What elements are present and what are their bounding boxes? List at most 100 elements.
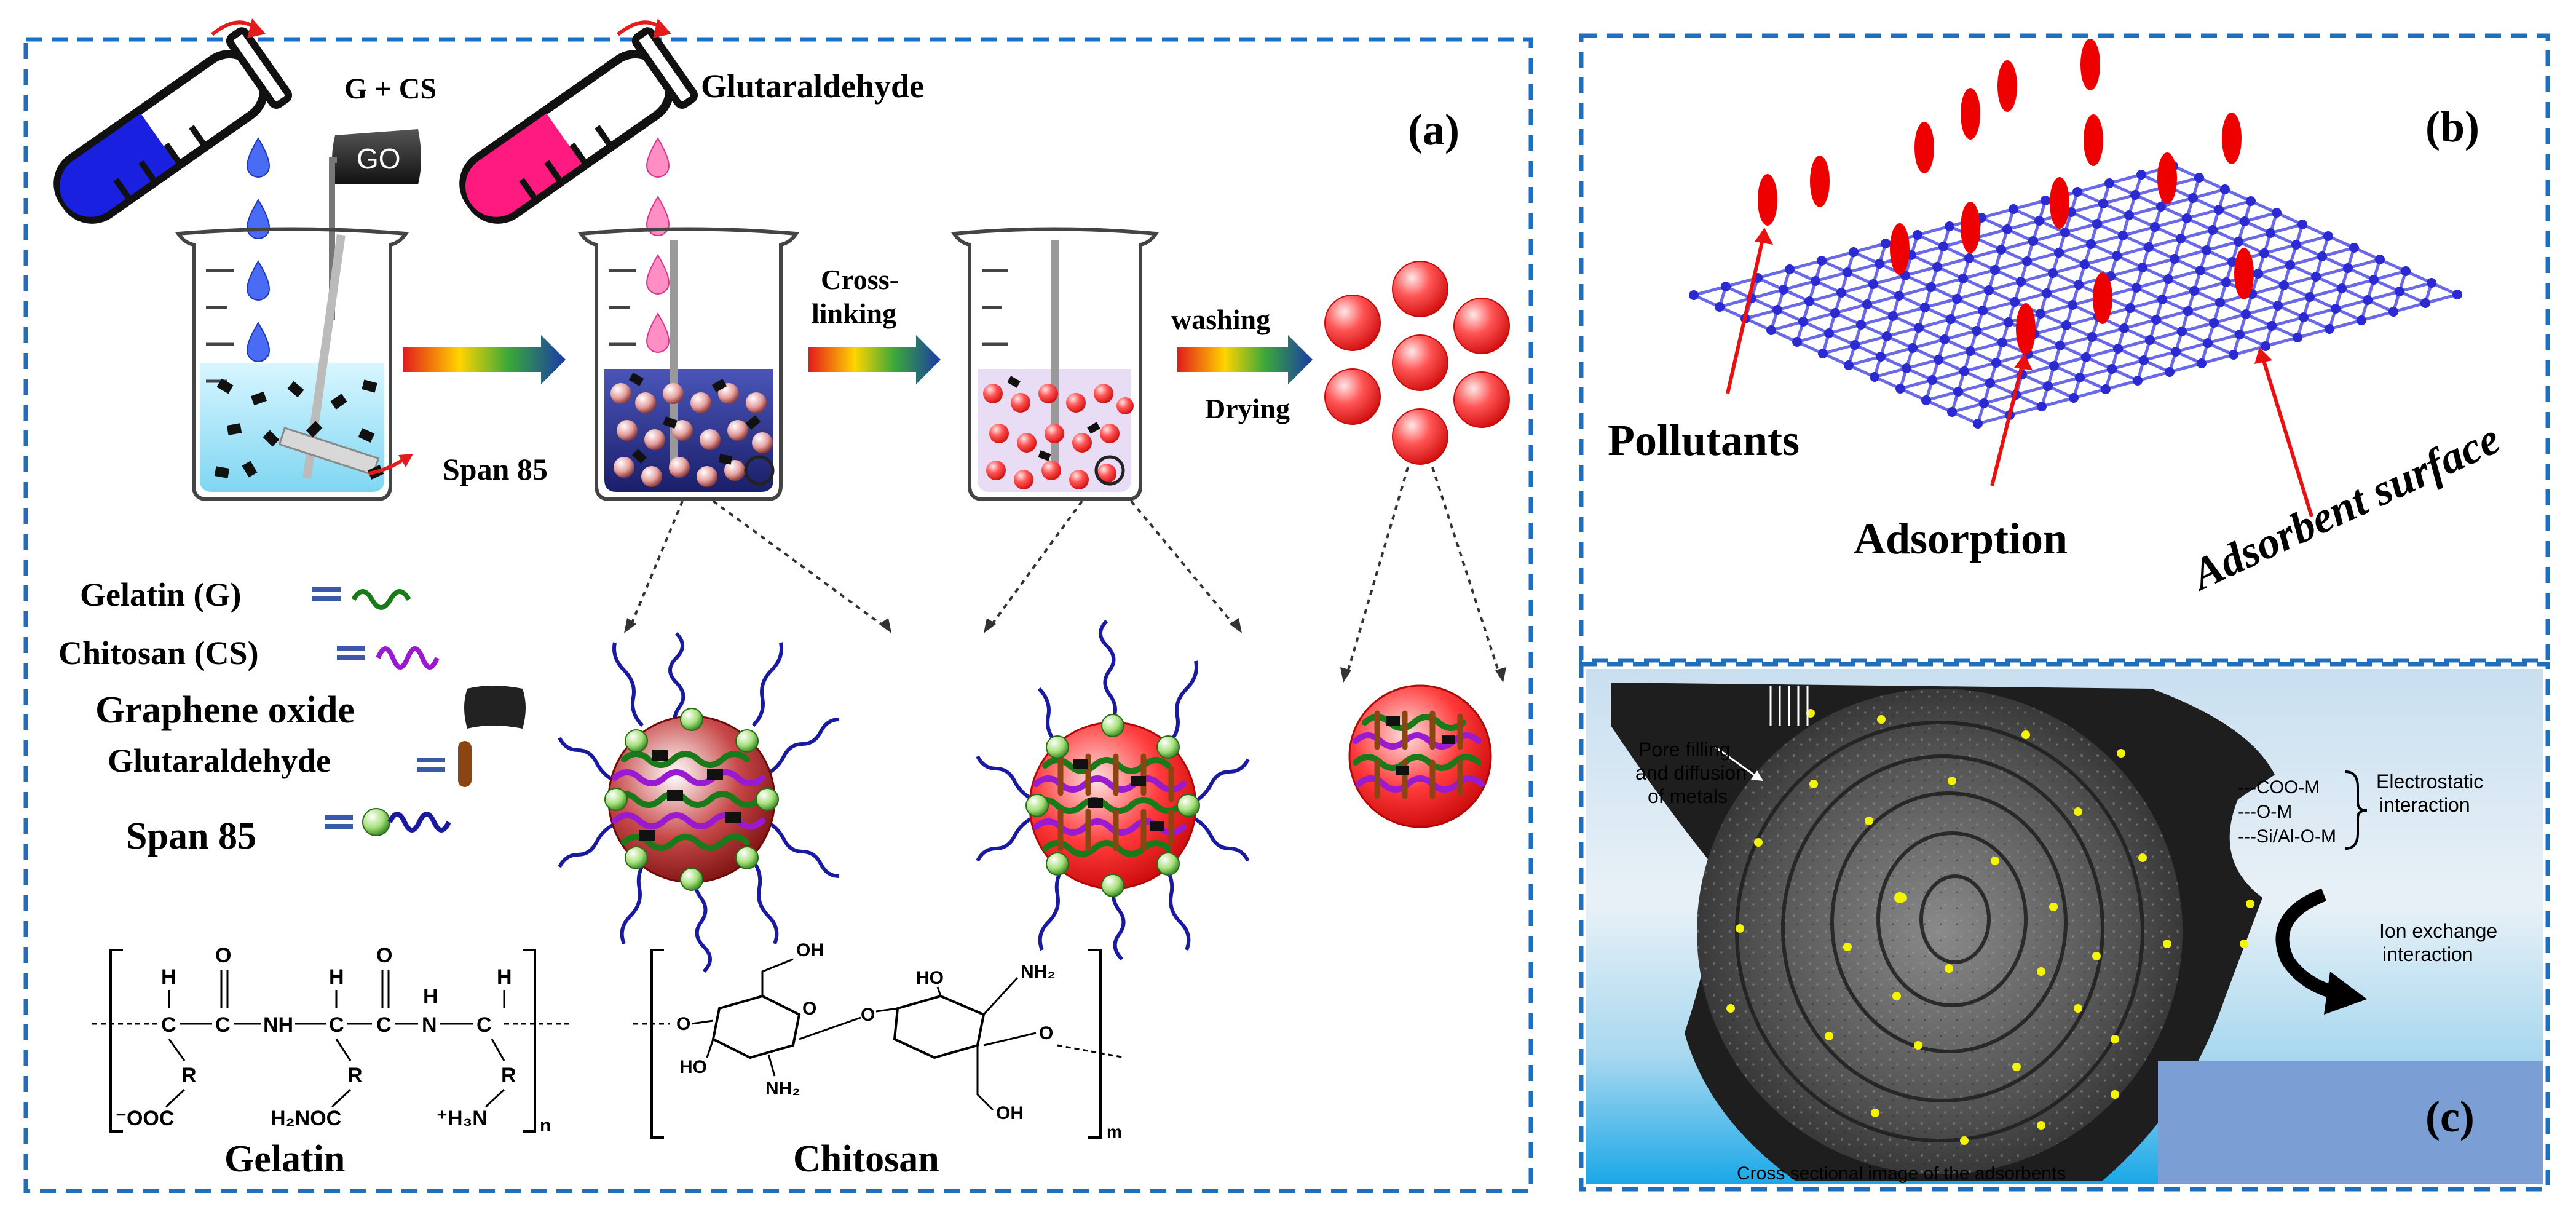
lattice-node xyxy=(2144,242,2154,252)
lattice-bond xyxy=(2041,396,2074,408)
microsphere-2 xyxy=(976,619,1250,961)
lattice-node xyxy=(1914,323,1924,333)
gelatin-r2: R xyxy=(347,1064,363,1087)
panel-a-tag: (a) xyxy=(1408,105,1460,154)
lattice-node xyxy=(1870,372,1879,382)
lattice-node xyxy=(1913,230,1922,240)
lattice-node xyxy=(1850,340,1860,350)
panel-c-caption: Cross sectional image of the adsorbents xyxy=(1737,1163,2066,1184)
lattice-bond xyxy=(2013,199,2046,211)
gelatin-o2: O xyxy=(376,944,392,967)
lattice-bond xyxy=(1924,297,1958,309)
lattice-bond xyxy=(2244,211,2277,223)
lattice-node xyxy=(1882,331,1892,341)
lattice-node xyxy=(1875,259,1884,269)
lattice-node xyxy=(1818,349,1828,358)
lattice-bond xyxy=(2142,257,2175,269)
span85-arrowhead xyxy=(398,454,413,467)
process-arrow-2 xyxy=(808,335,941,384)
legend-span85-swatch xyxy=(325,808,451,836)
lattice-node xyxy=(2343,263,2353,273)
lattice-node xyxy=(2118,231,2128,240)
lattice-node xyxy=(2054,248,2064,258)
lattice-node xyxy=(2241,309,2251,319)
lattice-node xyxy=(2215,298,2225,307)
lattice-bond xyxy=(1951,402,1985,414)
lattice-node xyxy=(2266,228,2275,238)
lattice-bond xyxy=(1815,271,1848,283)
lattice-node xyxy=(2177,327,2187,336)
lattice-node xyxy=(2010,297,2020,307)
lattice-bond xyxy=(2207,333,2240,345)
lattice-bond xyxy=(2367,290,2400,302)
microsphere-1 xyxy=(558,631,840,973)
lattice-bond xyxy=(2015,384,2049,397)
lattice-node xyxy=(2004,317,2013,327)
lattice-bond xyxy=(1796,331,1830,344)
gelatin-ooc: ⁻OOC xyxy=(116,1107,174,1130)
chitosan-o-ring2: O xyxy=(1039,1023,1053,1043)
lattice-bond xyxy=(2271,315,2304,328)
lattice-node xyxy=(2203,338,2213,348)
lattice-bond xyxy=(2303,307,2336,319)
gelatin-nh1: NH xyxy=(263,1013,293,1037)
lattice-bond xyxy=(2169,362,2202,374)
lattice-node xyxy=(2261,341,2270,351)
lattice-bond xyxy=(2245,304,2278,316)
lattice-bond xyxy=(1981,207,2014,220)
lattice-bond xyxy=(1989,373,2023,385)
chitosan-structure: OH O O HO NH₂ O NH₂ HO O OH m Chitosan xyxy=(633,940,1126,1180)
lattice-bond xyxy=(2143,350,2176,362)
lattice-bond xyxy=(2162,289,2195,301)
lattice-node xyxy=(2279,280,2289,290)
lattice-node xyxy=(2087,332,2097,342)
lattice-bond xyxy=(2315,266,2349,279)
lattice-bond xyxy=(1962,268,1996,280)
lattice-bond xyxy=(2053,355,2087,368)
gelatin-h4: H xyxy=(497,965,512,989)
lattice-bond xyxy=(2335,298,2368,311)
process-arrow-3 xyxy=(1177,335,1313,384)
beaker-2 xyxy=(577,227,800,501)
lattice-node xyxy=(2049,361,2059,371)
legend-glutaraldehyde-swatch xyxy=(417,741,472,787)
lattice-node xyxy=(2165,367,2175,377)
chitosan-oh-top: OH xyxy=(796,940,824,960)
chitosan-ho-2: HO xyxy=(916,968,944,988)
panel-a-border xyxy=(23,37,1533,1193)
label-linking: linking xyxy=(812,298,896,329)
legend-graphene-swatch xyxy=(464,686,526,729)
lattice-bond xyxy=(2137,370,2170,382)
lattice-bond xyxy=(2014,291,2047,304)
lattice-node xyxy=(2305,292,2315,302)
lattice-node xyxy=(1843,267,1852,277)
lattice-node xyxy=(2375,255,2385,264)
lattice-bond xyxy=(1977,413,2010,426)
lattice-node xyxy=(2074,280,2084,290)
lattice-bond xyxy=(1828,323,1862,335)
gelatin-o1: O xyxy=(215,944,231,967)
lattice-bond xyxy=(2160,196,2194,208)
label-o-m: ---O-M xyxy=(2238,802,2292,822)
zoom-arrowheads xyxy=(624,618,1506,683)
lattice-bond xyxy=(2399,281,2432,293)
lattice-node xyxy=(2112,251,2122,261)
lattice-node xyxy=(2113,344,2123,354)
panel-b-arrows xyxy=(1726,228,2313,517)
ion-exchange-arrow xyxy=(2275,888,2367,1015)
lattice-node xyxy=(2151,315,2161,325)
lattice-bond xyxy=(1853,242,1886,254)
lattice-bond xyxy=(1867,294,1900,306)
gelatin-r1: R xyxy=(181,1064,197,1087)
lattice-node xyxy=(2176,234,2186,243)
lattice-node xyxy=(1921,395,1931,405)
lattice-bond xyxy=(2117,338,2151,350)
lattice-node xyxy=(1785,264,1795,274)
lattice-node xyxy=(2291,240,2301,250)
label-pore-3: of metals xyxy=(1648,785,1728,807)
lattice-bond xyxy=(1783,279,1816,291)
lattice-node xyxy=(2272,208,2282,218)
lattice-bond xyxy=(1874,366,1907,379)
lattice-bond xyxy=(2149,330,2183,342)
chitosan-name: Chitosan xyxy=(793,1138,939,1180)
